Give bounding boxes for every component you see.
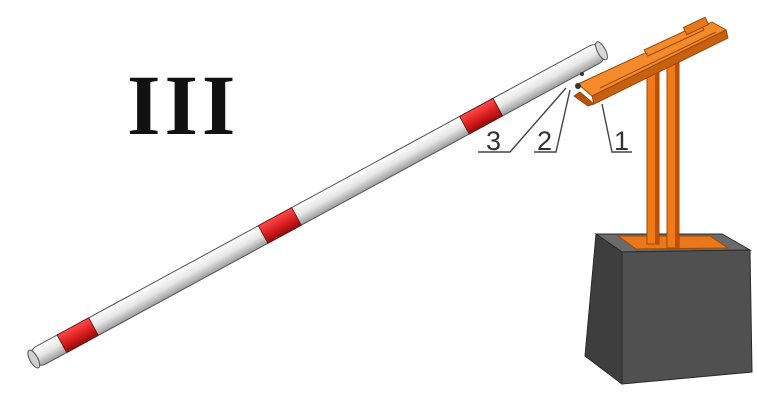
leader-2 bbox=[534, 89, 571, 153]
callout-1: 1 bbox=[614, 126, 630, 156]
concrete-base bbox=[584, 233, 753, 386]
top-bracket bbox=[573, 16, 729, 107]
view-label: III bbox=[127, 57, 240, 153]
leader-3 bbox=[478, 87, 567, 153]
pole-stripe bbox=[459, 97, 504, 135]
callout-2: 2 bbox=[537, 126, 553, 156]
pole-stripe bbox=[56, 317, 99, 354]
callout-3: 3 bbox=[486, 126, 502, 156]
callout-leaders bbox=[478, 87, 632, 153]
boom-pole bbox=[27, 41, 608, 369]
pole-stripe bbox=[257, 207, 302, 244]
support-posts bbox=[646, 49, 680, 249]
leader-1 bbox=[601, 103, 632, 153]
